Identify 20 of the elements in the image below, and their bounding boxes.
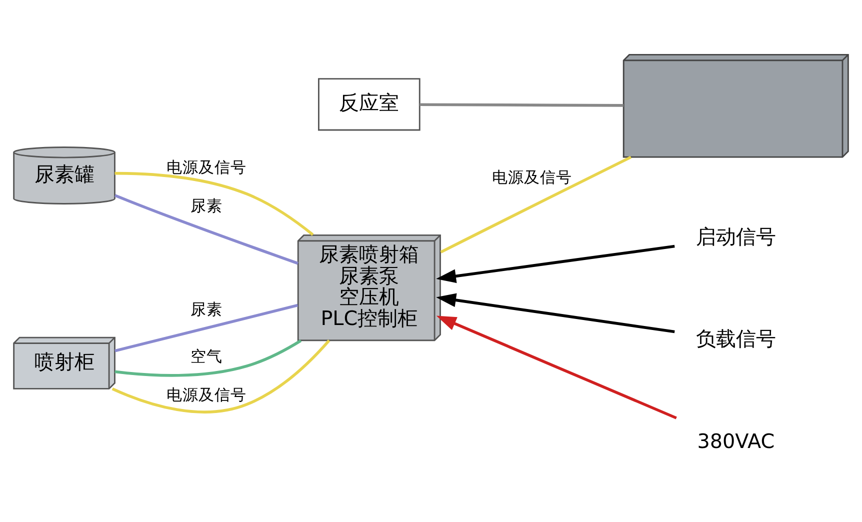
edge-label: 电源及信号 xyxy=(166,156,246,176)
edge-label: 尿素 xyxy=(190,299,222,318)
connector xyxy=(440,155,632,253)
node-text: 380VAC xyxy=(697,429,775,452)
edge-label: 尿素 xyxy=(190,195,222,214)
edge-label: 电源及信号 xyxy=(166,384,246,404)
node-box: 反应室 xyxy=(318,78,420,130)
node-text: 启动信号 xyxy=(696,224,776,248)
node-text: 负载信号 xyxy=(696,327,776,350)
connector xyxy=(114,303,298,352)
connector xyxy=(420,102,624,106)
connector xyxy=(114,194,298,264)
connector xyxy=(112,339,330,413)
connector xyxy=(114,171,314,236)
arrow xyxy=(436,315,677,419)
arrow xyxy=(436,292,675,333)
connector xyxy=(114,338,302,376)
edge-label: 电源及信号 xyxy=(492,166,572,186)
edge-label: 空气 xyxy=(190,346,222,365)
arrow xyxy=(436,244,675,283)
